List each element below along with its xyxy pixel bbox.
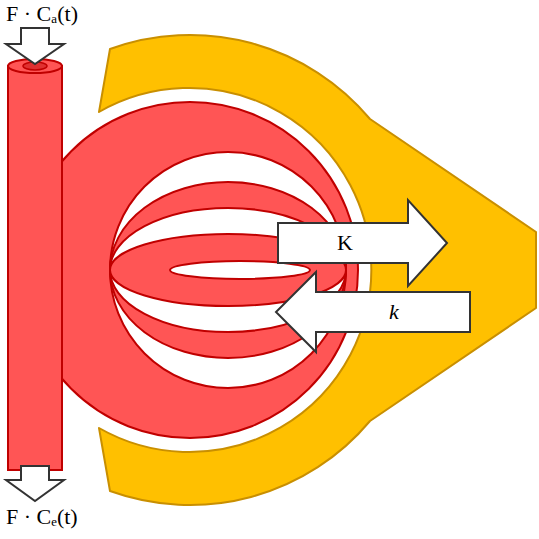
outflow-arrow bbox=[6, 466, 64, 501]
inflow-label: F · Cₐ(t) bbox=[6, 2, 78, 26]
rate-constant: k bbox=[389, 300, 399, 324]
uptake-arrow bbox=[278, 200, 447, 286]
vessel-tube bbox=[8, 66, 62, 470]
outflow-label: F · Cₑ(t) bbox=[6, 505, 78, 529]
return-arrow bbox=[276, 272, 470, 352]
rate-constant: K bbox=[337, 231, 353, 255]
loop-gap bbox=[110, 152, 346, 388]
capillary-loop bbox=[22, 102, 358, 438]
inflow-arrow bbox=[6, 28, 64, 64]
